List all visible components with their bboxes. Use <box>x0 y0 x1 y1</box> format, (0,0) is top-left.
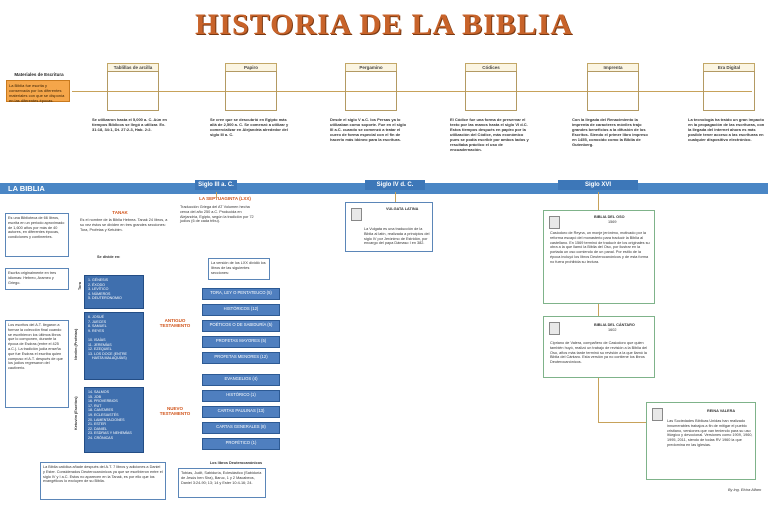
reina-text: Las Sociedades Bíblicas Unidas han reali… <box>667 419 753 447</box>
nt-item: PROFÉTICO (1) <box>202 438 280 450</box>
timeline-image <box>465 71 517 111</box>
timeline-text: Desde el siglo V a.C. los Persas ya lo u… <box>330 117 407 142</box>
at-item: PROFETAS MAYORES (5) <box>202 336 280 348</box>
nt-label: NUEVO TESTAMENTO <box>159 406 191 416</box>
band-siglo-xvi: Siglo XVI <box>558 180 638 190</box>
timeline-image <box>107 71 159 111</box>
timeline-text: El Códice fue una forma de preservar el … <box>450 117 529 152</box>
at-label: ANTIGUO TESTAMENTO <box>159 318 191 328</box>
vulgata-text: La Vulgata es una traducción de la Bibli… <box>364 227 430 246</box>
timeline-text: Se utilizaron hasta el 5,000 a. C. Aún e… <box>92 117 167 132</box>
at-item: PROFETAS MENORES (12) <box>202 352 280 364</box>
lxx-title: LA SEPTUAGINTA (LXX) <box>199 196 251 201</box>
timeline-text: La tecnología ha traído un gran impacto … <box>688 117 765 142</box>
book-icon <box>652 408 663 421</box>
vulgata-box: VULGATA LATINA La Vulgata es una traducc… <box>345 202 433 252</box>
ketuvim-label: Ketuvim (Escritos) <box>74 396 78 430</box>
signature: By Ing. Elvira Alfaro <box>728 488 762 492</box>
oso-title: BIBLIA DEL OSO <box>594 215 625 219</box>
oso-text: Casiodoro de Reyna, un monje jerónimo, m… <box>550 231 650 264</box>
reina-box: REINA VALERA Las Sociedades Bíblicas Uni… <box>646 402 756 480</box>
materials-heading: Materiales de Escritura <box>14 72 64 77</box>
tanak-text: Es el nombre de la Biblia Hebrea. Tanak … <box>80 218 168 232</box>
torah-label: Tora <box>78 282 82 290</box>
oso-box: BIBLIA DEL OSO 1569 Casiodoro de Reyna, … <box>543 210 655 304</box>
nt-item: EVANGELIOS (4) <box>202 374 280 386</box>
neviim-list: 6. JOSUÉ 7. JUECES 8. SAMUEL 9. REYES 10… <box>84 312 144 380</box>
writings-text: Los escritos del A.T. llegaron a formar … <box>5 320 69 408</box>
version-note: La versión de los LXX dividió los libros… <box>208 258 270 280</box>
oso-year: 1569 <box>608 220 617 224</box>
materials-description: La Biblia fue escrita y conservada por l… <box>6 80 70 103</box>
at-item: POÉTICOS O DE SABIDURÍA (5) <box>202 320 280 332</box>
cantaro-box: BIBLIA DEL CÁNTARO 1602 Cipriano de Vale… <box>543 316 655 378</box>
intro-text: Es una Biblioteca de 66 libros, escrita … <box>5 213 69 257</box>
page-title: HISTORIA DE LA BIBLIA <box>194 8 574 41</box>
nt-item: CARTAS PAULINAS (13) <box>202 406 280 418</box>
timeline-text: Con la llegada del Renacimiento la impre… <box>572 117 648 147</box>
ketuvim-list: 14. SALMOS 15. JOB 16. PROVERBIOS 17. RU… <box>84 387 144 453</box>
main-band-label: LA BIBLIA <box>8 184 45 193</box>
timeline-image <box>703 71 755 111</box>
timeline-text: Se cree que se descubrió en Egipto más a… <box>210 117 289 137</box>
vulgata-title: VULGATA LATINA <box>386 207 419 211</box>
bottom-note: La Biblia católica añade después del A.T… <box>40 462 166 500</box>
cantaro-year: 1602 <box>608 328 617 332</box>
reina-title: REINA VALERA <box>707 409 736 413</box>
torah-list: 1. GÉNESIS 2. ÉXODO 3. LEVÍTICO 4. NÚMER… <box>84 275 144 309</box>
timeline-image <box>225 71 277 111</box>
at-item: HISTÓRICOS (12) <box>202 304 280 316</box>
lxx-text: Traducción Griega del AT Volumen hecha c… <box>180 205 254 224</box>
band-siglo-iii: Siglo III a. C. <box>195 180 237 190</box>
tanak-title: TANAK <box>112 210 128 215</box>
timeline-image <box>345 71 397 111</box>
cantaro-text: Cipriano de Valera, compañero de Casiodo… <box>550 341 648 365</box>
book-icon <box>549 216 560 229</box>
deut-title: Los libros Deuterocanónicos <box>209 461 263 465</box>
nt-item: HISTÓRICO (1) <box>202 390 280 402</box>
timeline-image <box>587 71 639 111</box>
nt-item: CARTAS GENERALES (8) <box>202 422 280 434</box>
divided-label: Se divide en: <box>97 255 121 259</box>
cantaro-title: BIBLIA DEL CÁNTARO <box>594 323 635 327</box>
book-icon <box>351 208 362 221</box>
neviim-label: Neviim (Profetas) <box>74 328 78 360</box>
band-siglo-iv: Siglo IV d. C. <box>365 180 425 190</box>
book-icon <box>549 322 560 335</box>
at-item: TORA, LEY O PENTATEUCO (5) <box>202 288 280 300</box>
deut-text: Tobías, Judit, Sabiduría, Eclesiástico (… <box>178 468 266 498</box>
languages-text: Escrita originalmente en tres idiomas: H… <box>5 268 69 290</box>
